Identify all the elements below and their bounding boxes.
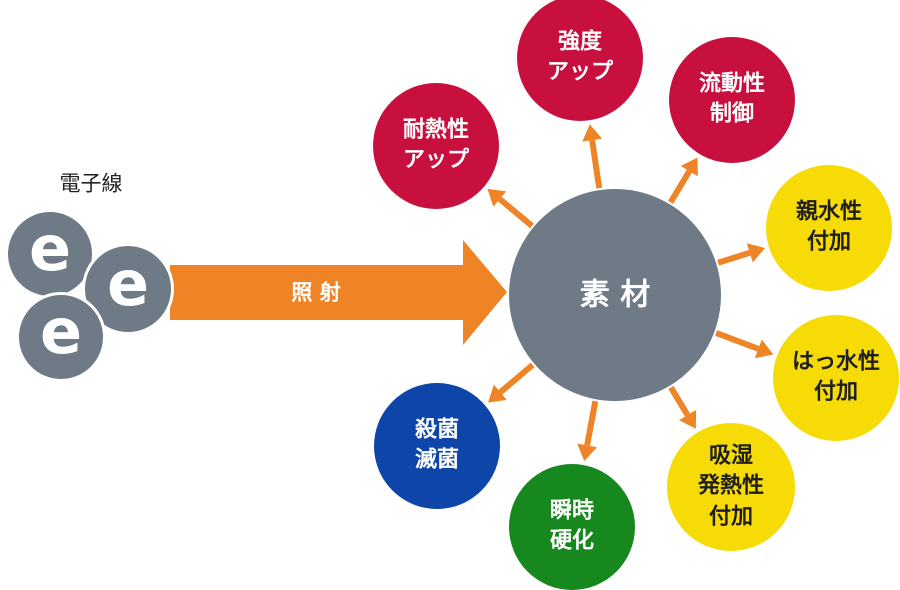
effect-arrow-shaft-water-repellent [715,330,760,352]
effect-arrow-head-heat-resistance-up [487,188,507,207]
effect-circle-water-repellent [773,315,899,441]
material-circle [509,189,721,401]
irradiation-label: 照 射 [291,280,341,305]
effect-label-moisture-heat: 吸湿 発熱性 付加 [697,443,765,530]
effect-arrow-head-instant-cure [577,443,597,462]
effect-arrow-shaft-strength-up [589,139,603,189]
electron-glyph-3: e [39,295,83,368]
electron-glyph-1: e [28,212,72,285]
source-label: 電子線 [59,171,123,196]
effect-circle-strength-up [517,0,643,121]
effect-label-flow-control: 流動性 制御 [698,71,766,127]
effect-arrow-shaft-heat-resistance-up [497,196,534,229]
effect-circle-instant-cure [509,464,635,590]
effect-label-hydrophilic: 親水性 付加 [795,199,863,255]
effect-circle-flow-control [669,37,795,163]
effect-circle-heat-resistance-up [373,83,499,209]
effect-arrow-shaft-hydrophilic [717,249,751,266]
effect-arrow-head-moisture-heat [679,409,697,429]
material-label: 素 材 [579,277,651,313]
effect-circle-sterilization [374,383,500,509]
effect-arrow-head-flow-control [680,157,698,177]
effect-arrow-shaft-instant-cure [584,400,599,446]
electron-glyph-2: e [106,247,150,320]
electron-1 [5,209,95,299]
irradiation-arrow [170,240,507,345]
effect-circle-moisture-heat [667,423,795,551]
effect-label-instant-cure: 瞬時 硬化 [549,498,595,554]
effect-arrow-head-hydrophilic [746,243,766,263]
effect-arrow-head-water-repellent [754,339,774,359]
effect-arrow-shaft-moisture-heat [668,385,691,417]
effect-label-water-repellent: はっ水性 付加 [791,349,881,405]
effect-label-heat-resistance-up: 耐熱性 アップ [402,117,470,173]
electron-3 [16,292,106,382]
effect-label-sterilization: 殺菌 滅菌 [414,417,460,473]
effect-label-strength-up: 強度 アップ [546,29,614,85]
effect-circle-hydrophilic [766,165,892,291]
effect-arrow-head-sterilization [488,384,507,403]
effect-arrow-shaft-sterilization [498,362,535,395]
effect-arrow-head-strength-up [582,124,603,142]
effect-arrow-shaft-flow-control [667,169,692,204]
